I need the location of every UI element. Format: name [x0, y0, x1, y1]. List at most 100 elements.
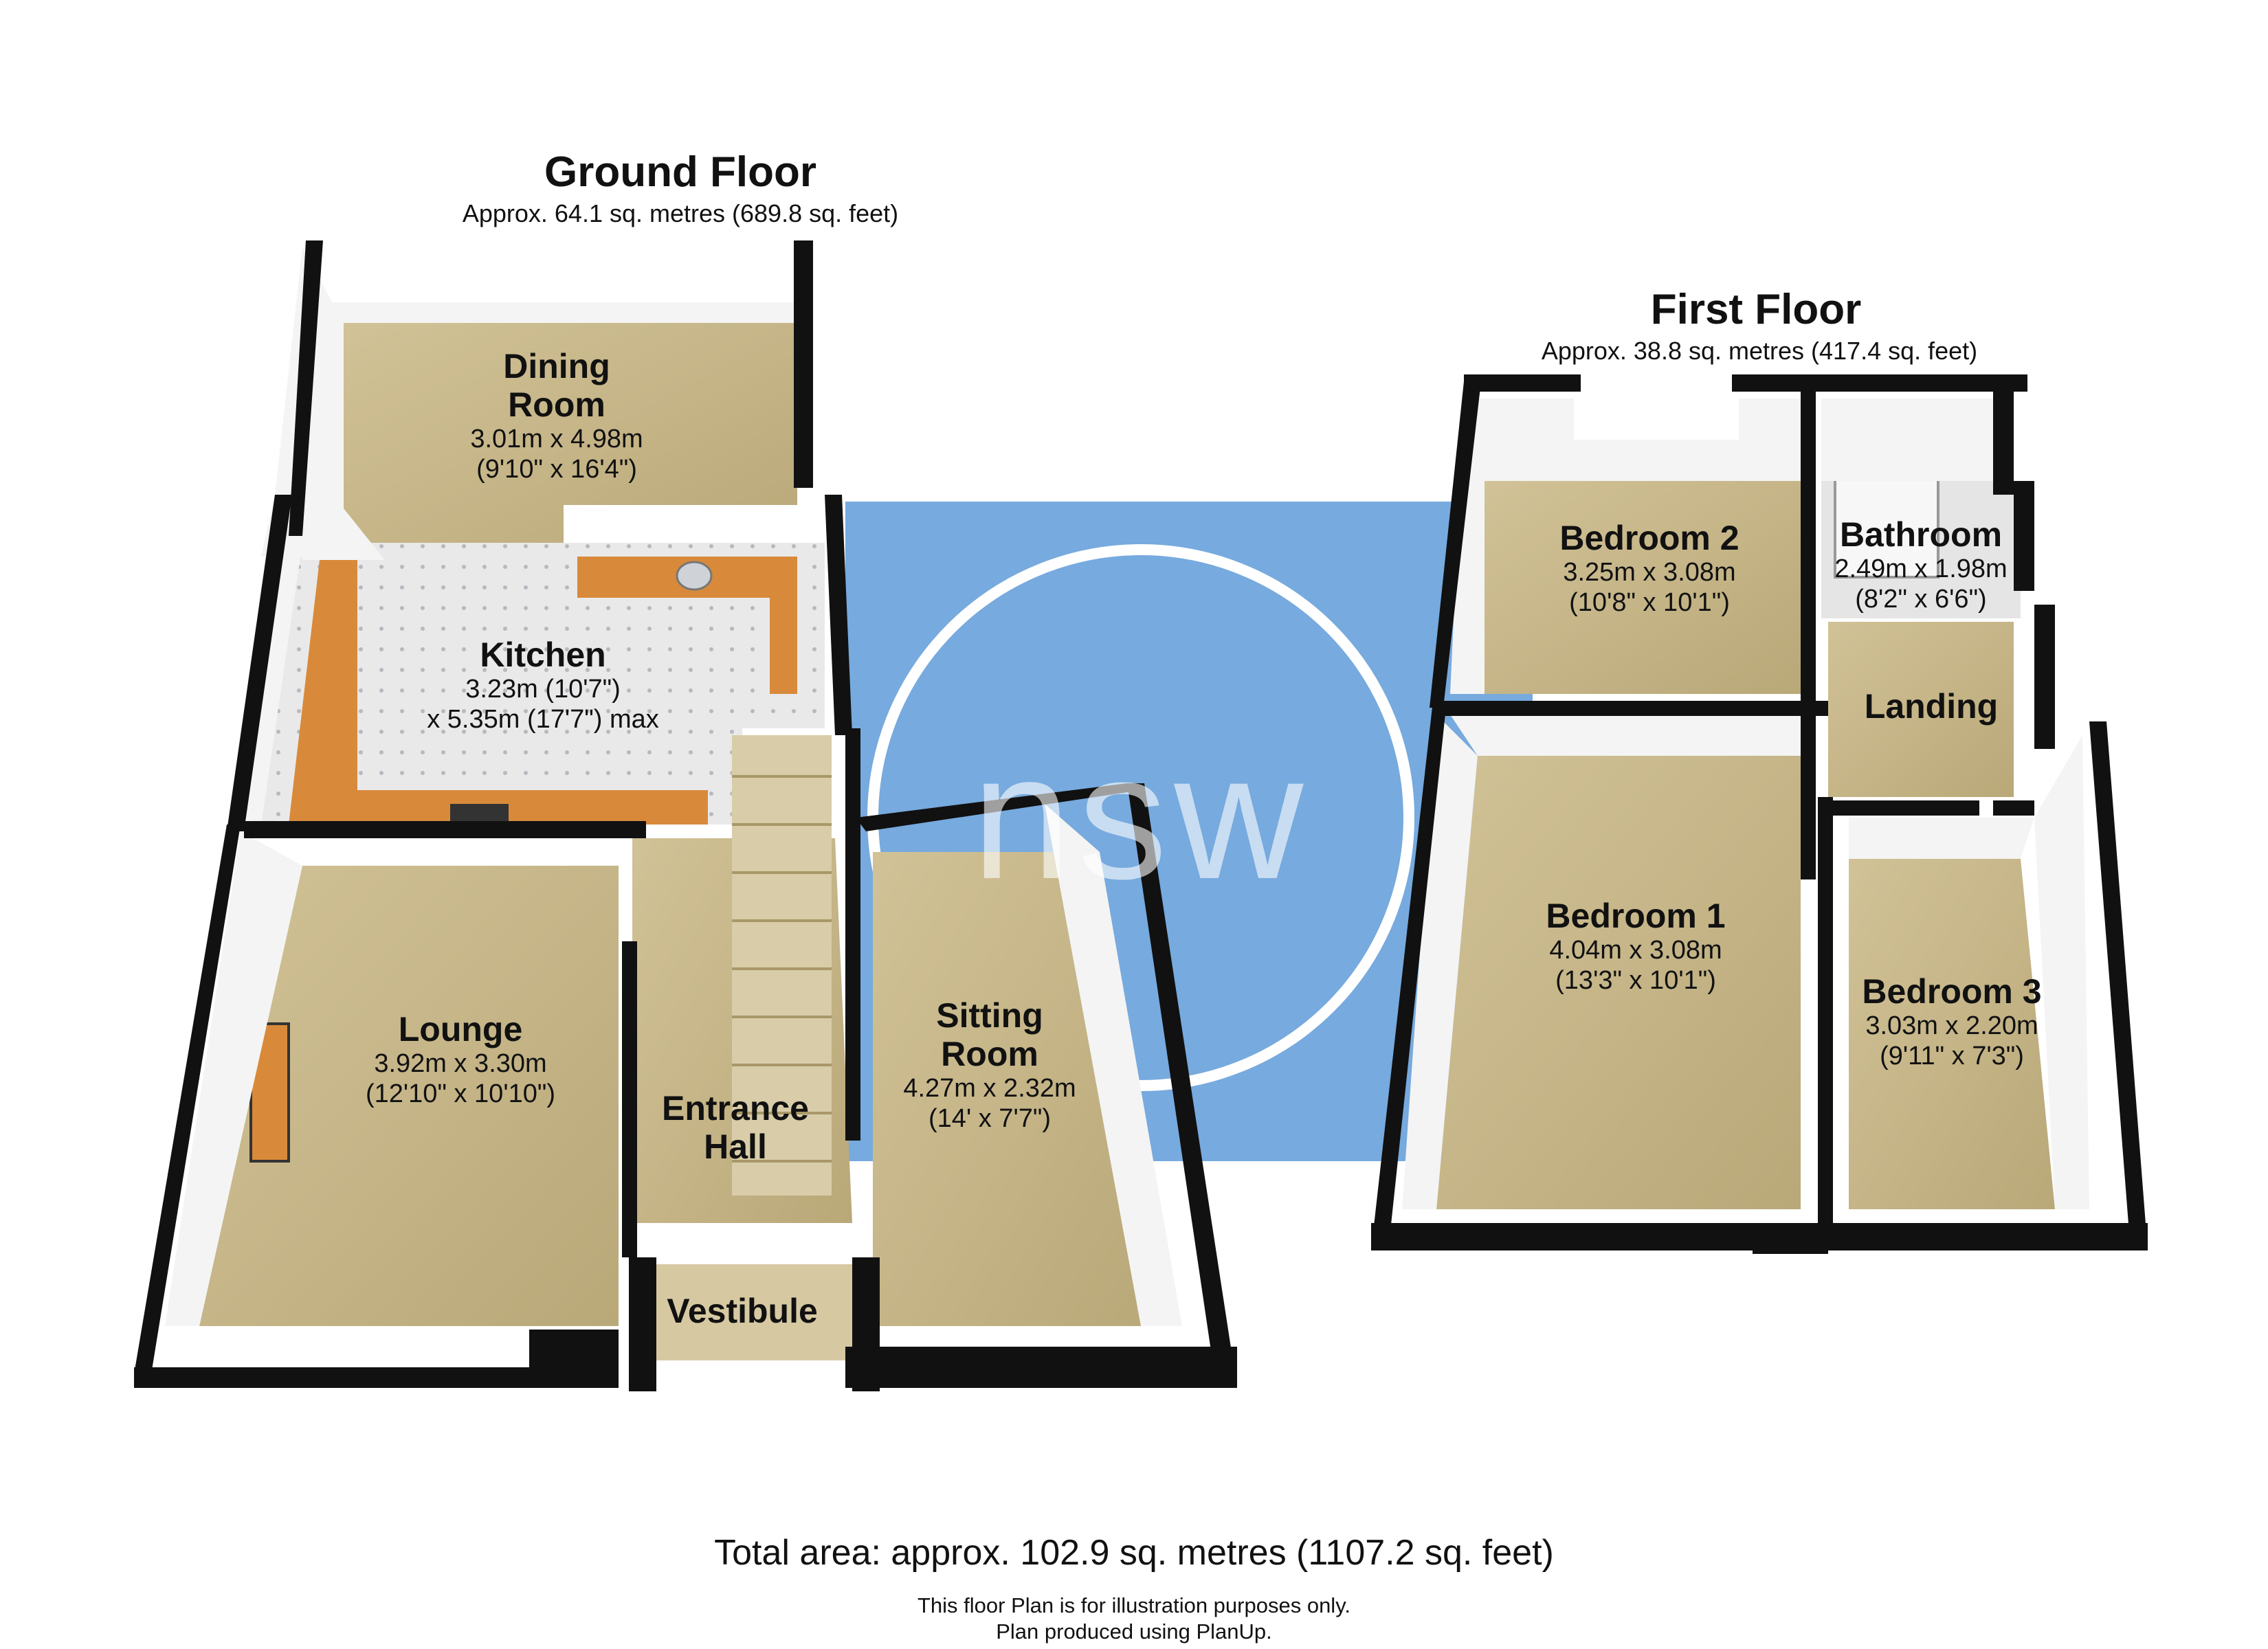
wall	[244, 821, 646, 838]
wall	[1371, 701, 1447, 1250]
kitchen-units-top	[577, 557, 797, 694]
bedroom-1-label: Bedroom 1 4.04m x 3.08m (13'3" x 10'1")	[1498, 897, 1773, 996]
wall	[1993, 800, 2034, 816]
vestibule-floor	[646, 1264, 859, 1360]
first-floor-title: First Floor	[1650, 286, 1862, 333]
dining-room-dimensions-m: 3.01m x 4.98m	[470, 425, 643, 453]
entrance-hall-name-2: Hall	[704, 1128, 767, 1166]
bathroom-dimensions-m: 2.49m x 1.98m	[1834, 554, 2008, 583]
bedroom-1-floor	[1436, 756, 1801, 1209]
lounge-dimensions-ft: (12'10" x 10'10")	[366, 1079, 555, 1108]
sitting-room-name-1: Sitting	[936, 996, 1043, 1035]
hob-icon	[450, 804, 509, 821]
wall	[289, 240, 323, 536]
landing-label: Landing	[1864, 687, 1999, 726]
entrance-hall-label: Entrance Hall	[632, 1089, 838, 1166]
lounge-name: Lounge	[398, 1010, 523, 1048]
wall	[134, 824, 241, 1374]
wall-face	[2034, 735, 2089, 1209]
bedroom-3-name: Bedroom 3	[1862, 972, 2042, 1011]
wall	[825, 495, 852, 735]
bedroom-1-dimensions-ft: (13'3" x 10'1")	[1555, 966, 1716, 995]
bedroom-2-dimensions-ft: (10'8" x 10'1")	[1569, 588, 1730, 617]
dining-room-dimensions-ft: (9'10" x 16'4")	[476, 455, 637, 484]
wall-face	[1450, 399, 1485, 694]
staircase	[732, 735, 832, 1196]
lounge-dimensions-m: 3.92m x 3.30m	[374, 1049, 547, 1078]
wall	[529, 1330, 619, 1388]
wall	[1753, 1223, 1828, 1254]
wall	[1464, 374, 1581, 392]
kitchen-dimensions-1: 3.23m (10'7")	[465, 675, 621, 704]
wall-face	[1821, 399, 1993, 481]
lounge-floor	[199, 866, 619, 1326]
wall	[622, 941, 637, 1257]
wall	[794, 240, 813, 488]
wall	[227, 495, 292, 831]
wall	[1993, 374, 2014, 495]
wall	[845, 728, 860, 1141]
kitchen-floor	[261, 543, 825, 824]
dining-room-floor	[344, 323, 797, 557]
entrance-hall-name-1: Entrance	[662, 1089, 809, 1128]
wall-face	[165, 831, 302, 1326]
sitting-room-name-2: Room	[941, 1035, 1038, 1073]
sink-icon	[676, 561, 713, 591]
bedroom-3-dimensions-ft: (9'11" x 7'3")	[1880, 1042, 2024, 1070]
wall	[1127, 783, 1237, 1388]
kitchen-name: Kitchen	[480, 636, 606, 674]
landing-floor	[1828, 622, 2014, 797]
disclaimer-line-2: Plan produced using PlanUp.	[996, 1619, 1272, 1644]
first-floor-area: Approx. 38.8 sq. metres (417.4 sq. feet)	[1541, 337, 1978, 365]
wall	[1801, 385, 1816, 879]
ground-floor-area: Approx. 64.1 sq. metres (689.8 sq. feet)	[462, 199, 899, 227]
wall-face	[1849, 818, 2034, 859]
sitting-room-label: Sitting Room 4.27m x 2.32m (14' x 7'7")	[866, 996, 1113, 1134]
wall	[856, 783, 1141, 831]
ground-floor-drawing	[134, 240, 1237, 1391]
wall	[2034, 605, 2055, 749]
wall-face	[1402, 715, 1478, 1209]
wall	[1818, 797, 1833, 1223]
bedroom-2-dimensions-m: 3.25m x 3.08m	[1563, 558, 1736, 587]
dining-room-label: Dining Room 3.01m x 4.98m (9'10" x 16'4"…	[412, 347, 701, 484]
bedroom-1-dimensions-m: 4.04m x 3.08m	[1549, 936, 1722, 965]
wall	[852, 1257, 880, 1391]
vestibule-label: Vestibule	[667, 1292, 818, 1330]
bedroom-2-floor	[1485, 481, 1801, 694]
ground-floor-title: Ground Floor	[544, 148, 817, 196]
wall	[845, 1347, 1237, 1388]
kitchen-label: Kitchen 3.23m (10'7") x 5.35m (17'7") ma…	[385, 636, 701, 734]
wall	[1443, 701, 1828, 716]
kitchen-dimensions-2: x 5.35m (17'7") max	[427, 705, 659, 734]
bedroom-2-label: Bedroom 2 3.25m x 3.08m (10'8" x 10'1")	[1526, 519, 1773, 618]
wall-face	[1045, 804, 1182, 1326]
disclaimer-line-1: This floor Plan is for illustration purp…	[917, 1593, 1351, 1617]
bedroom-3-dimensions-m: 3.03m x 2.20m	[1865, 1011, 2038, 1040]
bathroom-label: Bathroom 2.49m x 1.98m (8'2" x 6'6")	[1814, 515, 2027, 614]
bathroom-name: Bathroom	[1839, 515, 2003, 554]
bathroom-dimensions-ft: (8'2" x 6'6")	[1855, 585, 1987, 614]
total-area: Total area: approx. 102.9 sq. metres (11…	[714, 1533, 1554, 1573]
sitting-room-dimensions-ft: (14' x 7'7")	[929, 1104, 1051, 1133]
wall-face	[289, 508, 385, 560]
dining-room-name-2: Room	[508, 385, 605, 424]
wall-face	[241, 536, 302, 824]
lounge-label: Lounge 3.92m x 3.30m (12'10" x 10'10")	[316, 1010, 605, 1109]
bedroom-3-floor	[1849, 859, 2055, 1209]
wall	[1828, 800, 1979, 816]
first-floor-drawing	[1371, 374, 2148, 1254]
wall	[134, 1367, 529, 1388]
wall-face	[1450, 715, 1801, 756]
sitting-room-dimensions-m: 4.27m x 2.32m	[903, 1074, 1076, 1103]
dining-room-name-1: Dining	[503, 347, 610, 385]
bedroom-2-name: Bedroom 2	[1559, 519, 1739, 557]
wall-face	[330, 302, 797, 323]
bedroom-1-name: Bedroom 1	[1546, 897, 1726, 935]
watermark-text: nsw	[971, 717, 1311, 917]
bedroom-3-label: Bedroom 3 3.03m x 2.20m (9'11" x 7'3")	[1828, 972, 2076, 1071]
wall	[2014, 481, 2034, 591]
wall	[1430, 381, 1481, 708]
wall	[1732, 374, 2027, 392]
